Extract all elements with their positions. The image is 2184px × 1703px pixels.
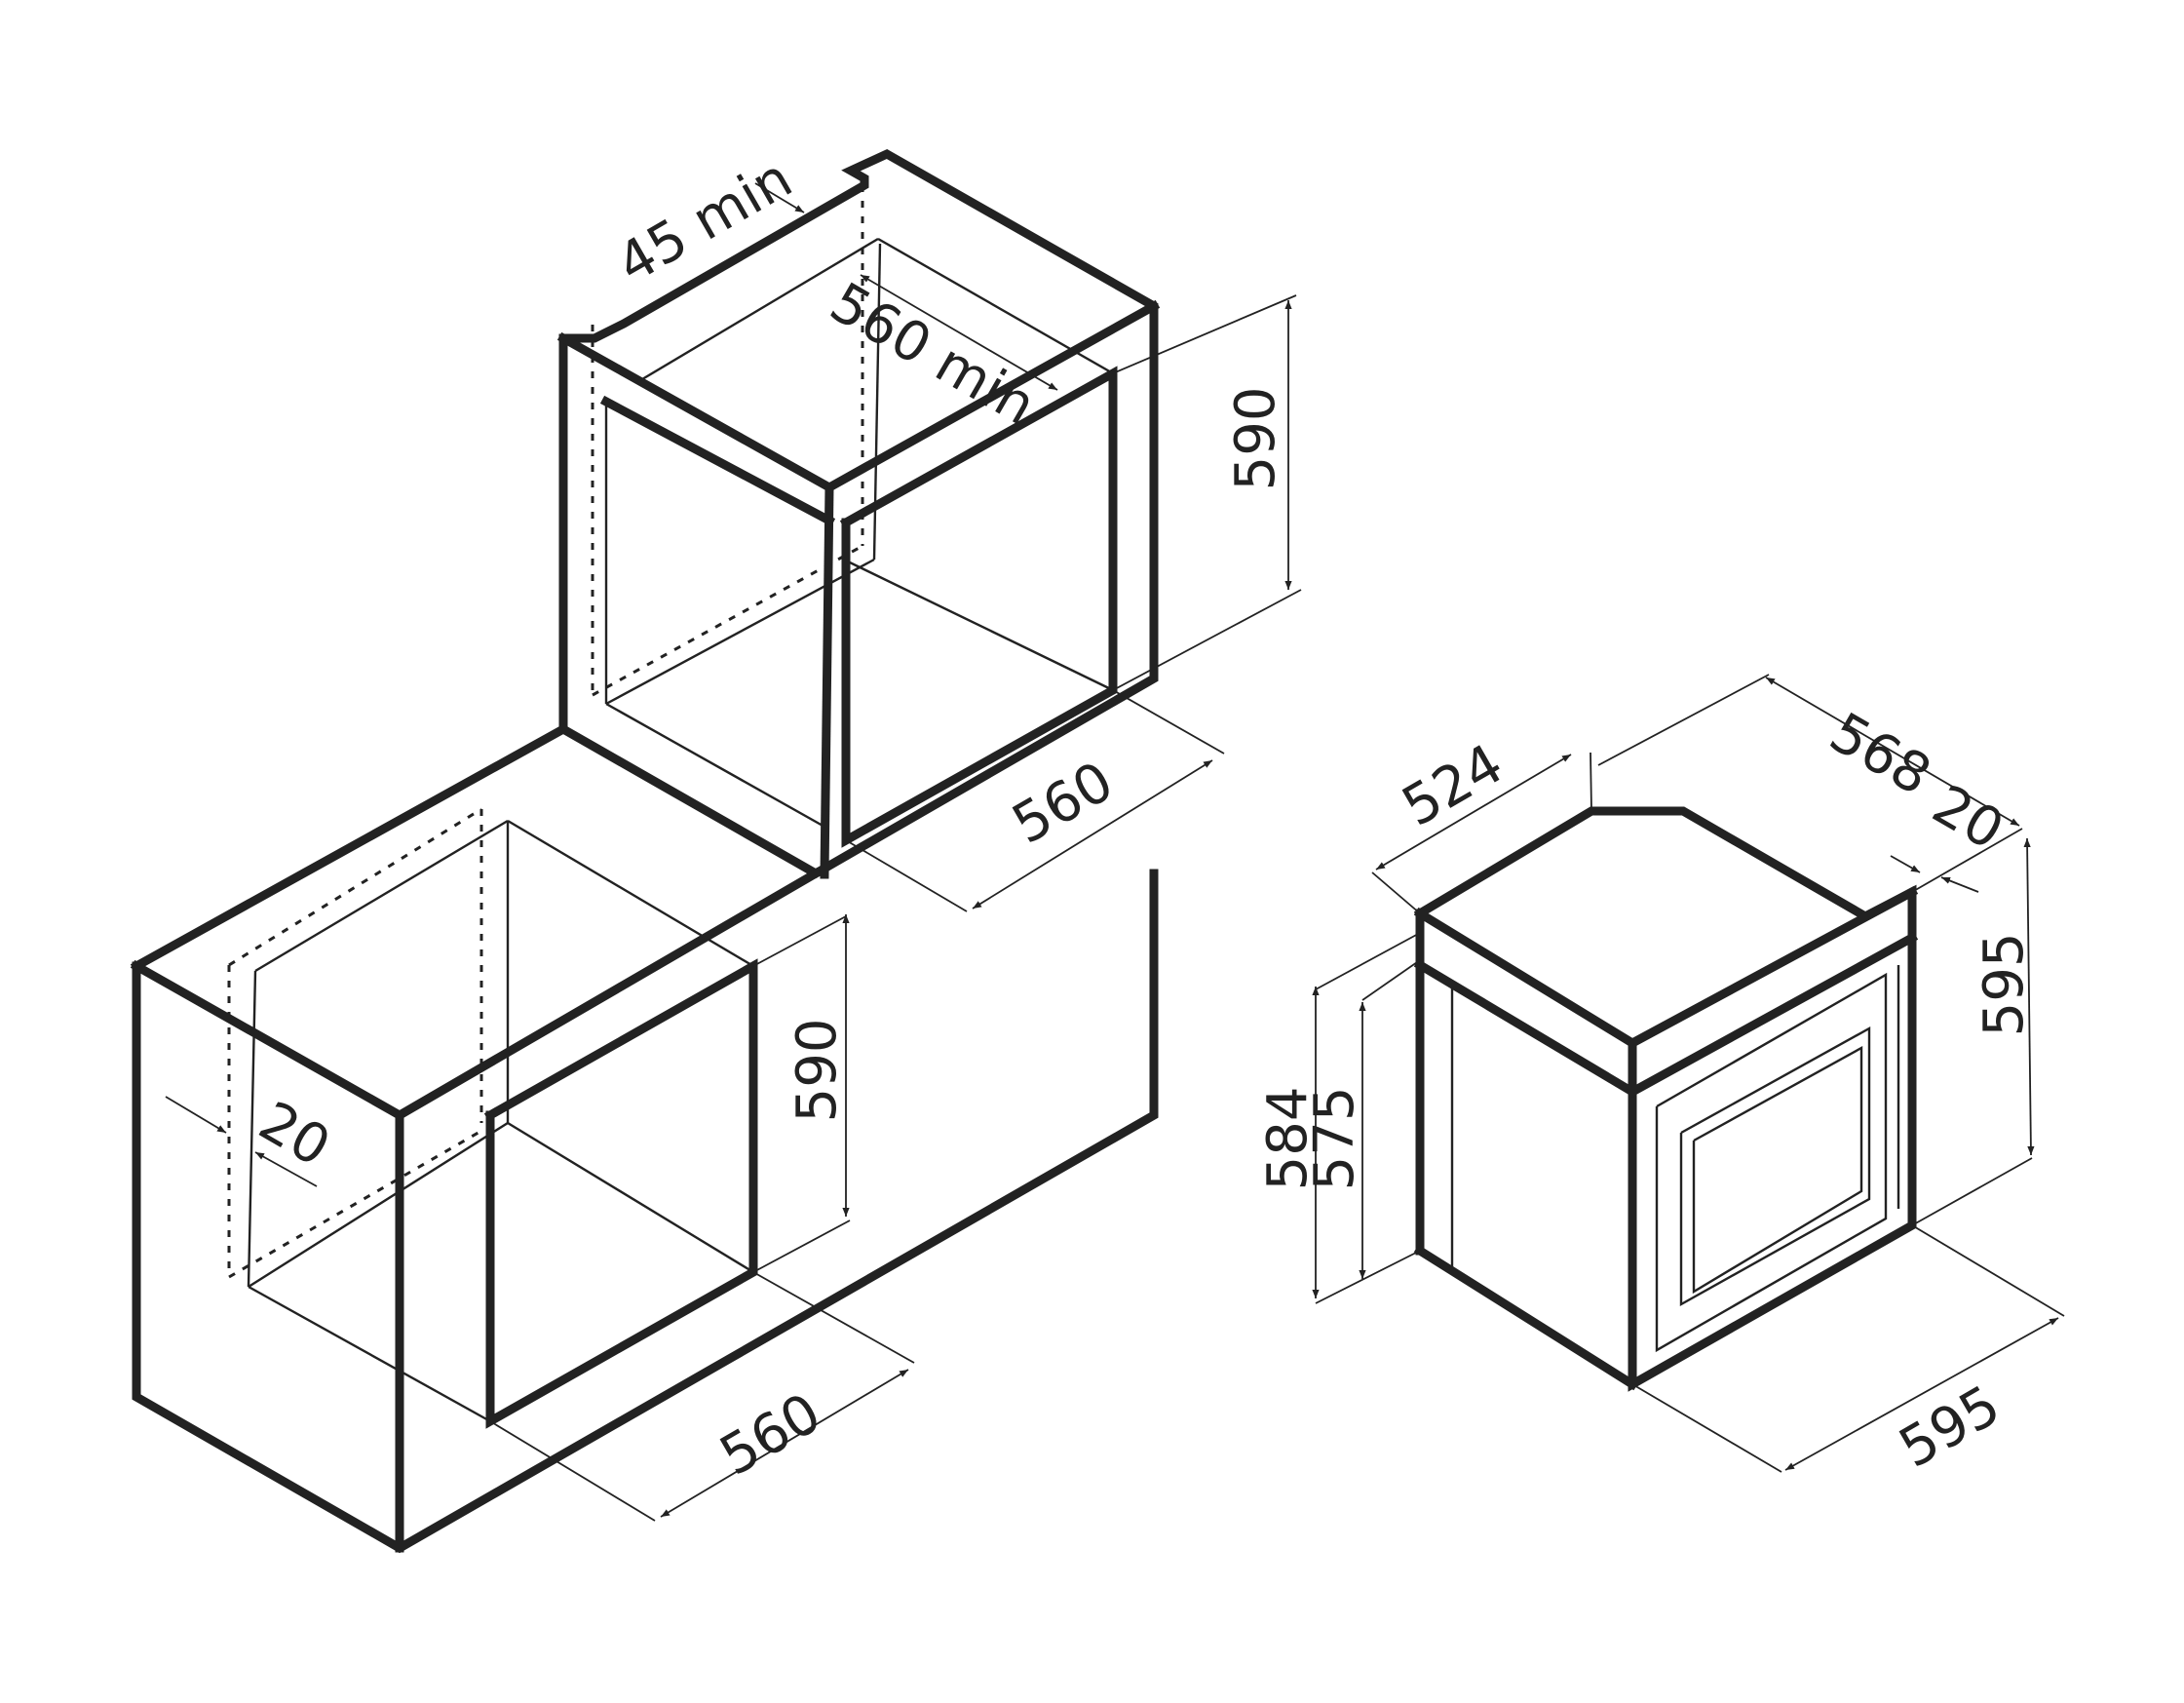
dim-595h-ext-bottom (1911, 1157, 2033, 1226)
oven-panel-top (1626, 885, 1919, 1050)
dim-568-line (1765, 677, 2020, 827)
dim-590c-ext-top (752, 915, 847, 967)
dim-590-ext-top (1112, 294, 1297, 374)
dim-595-width-line (1784, 1317, 2059, 1471)
counter-back-top (254, 819, 509, 973)
dim-20-counter-arrow-a (165, 1096, 227, 1134)
label-560-counter: 560 (709, 1381, 831, 1489)
counter-hidden-bottom (228, 1129, 482, 1279)
label-560-min: 560 min (820, 271, 1046, 438)
label-595-height: 595 (1973, 933, 2036, 1037)
column-floor-edge (849, 561, 1114, 692)
dim-560-counter-line (660, 1369, 909, 1518)
column-outline (558, 148, 1159, 879)
oven-panel-bottom (1626, 931, 1919, 1099)
dim-584-ext-bottom (1315, 1250, 1421, 1304)
dim-560-ext-right (1112, 689, 1225, 755)
dim-590c-ext-bottom (752, 1219, 851, 1273)
dim-20-door-arrow-a (1890, 855, 1921, 873)
label-524: 524 (1392, 732, 1513, 839)
dim-560min-line (860, 274, 1058, 391)
label-590-counter: 590 (785, 1019, 849, 1123)
counter-top-back (130, 722, 570, 973)
dim-524-ext-b (1371, 871, 1421, 914)
dim-568-ext-b (1911, 828, 2023, 893)
dim-20-counter-arrow-b (254, 1151, 318, 1187)
dim-575-ext-top (1361, 959, 1421, 1001)
oven-body-top-line (1413, 958, 1639, 1099)
label-568: 568 (1820, 701, 1941, 808)
oven-window-inner (1692, 1045, 1863, 1295)
column-floor-back (605, 558, 875, 706)
dim-524-ext-a (1590, 752, 1592, 812)
column-hidden-bottom (592, 544, 863, 697)
label-590-column: 590 (1224, 387, 1287, 491)
dim-590-ext-bottom (1112, 589, 1302, 691)
oven-door-frame (1655, 972, 1888, 1353)
counter-opening (483, 958, 758, 1429)
oven (1413, 806, 1919, 1392)
label-584: 584 (1256, 1087, 1320, 1191)
dim-20-door-arrow-b (1940, 876, 1979, 893)
counter-back-left (247, 970, 257, 1288)
dim-560c-ext-left (489, 1420, 656, 1522)
label-20-door: 20 (1922, 773, 2013, 863)
column-back-top (636, 237, 879, 384)
oven-window-outer (1679, 1026, 1871, 1307)
counter-cabinet (130, 722, 1159, 1554)
dim-560-ext-left (845, 839, 968, 912)
dim-524-line (1375, 754, 1572, 871)
column-opening-bottom (605, 702, 825, 829)
label-575: 575 (1303, 1087, 1366, 1191)
counter-hidden-top (228, 807, 482, 967)
dim-584-ext-top (1315, 932, 1421, 990)
oven-bottom-edge (1413, 1244, 1639, 1391)
column-divider (820, 483, 834, 879)
dim-595w-ext-left (1631, 1383, 1782, 1473)
counter-floor-front (248, 1285, 491, 1423)
dim-560c-ext-right (752, 1271, 915, 1364)
dim-560-column-line (972, 759, 1213, 910)
counter-floor-back (248, 1121, 509, 1289)
column-opening-left (599, 395, 836, 527)
label-560-column: 560 (1002, 750, 1124, 857)
counter-back-side (507, 819, 754, 968)
dim-595w-ext-right (1911, 1224, 2065, 1317)
dimensions (165, 182, 2065, 1522)
dim-568-ext-a (1597, 674, 1770, 766)
label-20-counter: 20 (249, 1090, 340, 1180)
dim-595-height-line (2023, 837, 2035, 1156)
label-595-width: 595 (1889, 1374, 2011, 1481)
counter-floor-side (507, 1121, 754, 1274)
dim-45-arrow (754, 182, 805, 213)
